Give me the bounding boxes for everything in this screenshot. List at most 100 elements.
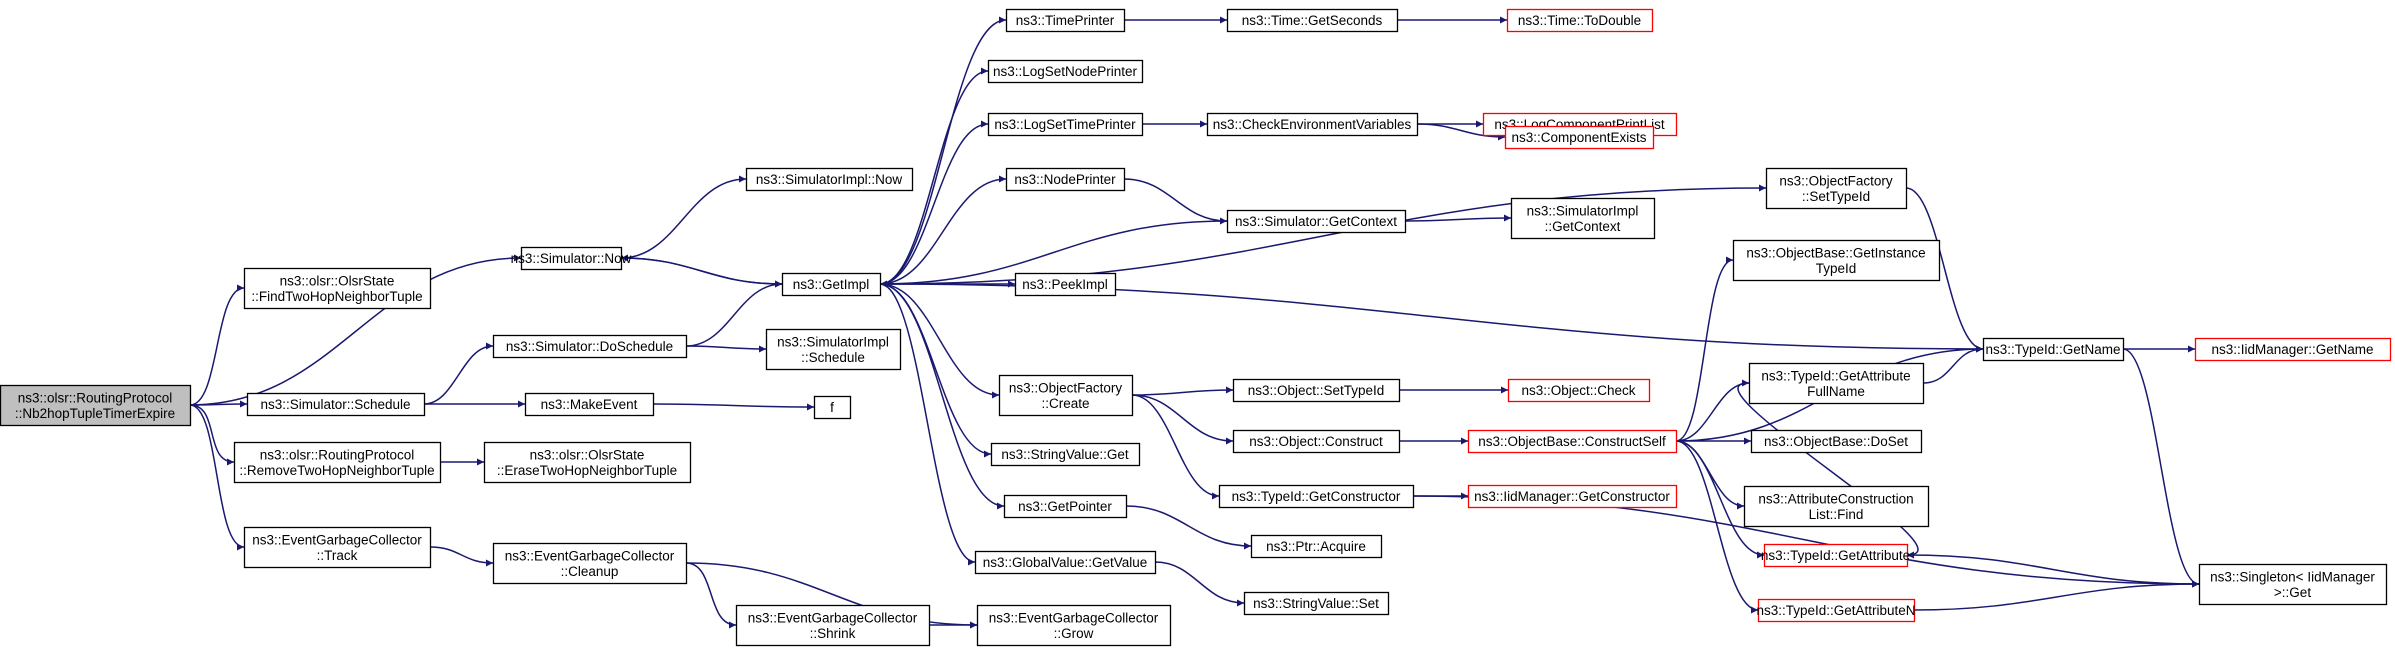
edge-tidGetAttrFull-to-tidGetName	[1922, 345, 1984, 384]
node-label: ::Create	[1041, 396, 1089, 411]
node-objSetTypeId[interactable]: ns3::Object::SetTypeId	[1232, 378, 1401, 403]
node-label: ns3::TypeId::GetName	[1985, 342, 2120, 357]
node-globalValueGet[interactable]: ns3::GlobalValue::GetValue	[974, 550, 1157, 575]
node-label: ns3::EventGarbageCollector	[989, 610, 1159, 625]
node-box	[1467, 429, 1678, 454]
node-timePrinter[interactable]: ns3::TimePrinter	[1005, 8, 1126, 33]
node-obConstructSelf[interactable]: ns3::ObjectBase::ConstructSelf	[1467, 429, 1678, 454]
node-box	[1510, 197, 1656, 240]
node-label: ns3::Object::Construct	[1249, 434, 1383, 449]
node-box	[483, 441, 692, 484]
node-box	[524, 392, 655, 417]
node-label: ns3::olsr::OlsrState	[280, 273, 395, 288]
node-label: ns3::ObjectFactory	[1009, 380, 1123, 395]
node-nodePrinter[interactable]: ns3::NodePrinter	[1005, 167, 1126, 192]
node-getPointer[interactable]: ns3::GetPointer	[1003, 494, 1128, 519]
node-erase2hop[interactable]: ns3::olsr::OlsrState::EraseTwoHopNeighbo…	[483, 441, 692, 484]
node-label: ns3::Object::SetTypeId	[1248, 383, 1385, 398]
node-simGetContext[interactable]: ns3::Simulator::GetContext	[1226, 209, 1407, 234]
node-compExists[interactable]: ns3::ComponentExists	[1504, 125, 1655, 150]
node-label: ::Grow	[1054, 626, 1094, 641]
node-checkEnv[interactable]: ns3::CheckEnvironmentVariables	[1206, 112, 1419, 137]
edge-root-to-simSchedule	[189, 400, 248, 408]
node-timeGetSeconds[interactable]: ns3::Time::GetSeconds	[1226, 8, 1399, 33]
node-f[interactable]: f	[813, 395, 852, 420]
node-label: ns3::Simulator::DoSchedule	[506, 339, 673, 354]
node-timeToDouble[interactable]: ns3::Time::ToDouble	[1506, 8, 1654, 33]
node-label: ns3::IidManager::GetName	[2211, 342, 2373, 357]
node-label: ns3::SimulatorImpl	[777, 334, 889, 349]
node-objCheck[interactable]: ns3::Object::Check	[1507, 378, 1651, 403]
node-box	[1243, 591, 1390, 616]
node-iidGetName[interactable]: ns3::IidManager::GetName	[2194, 337, 2392, 362]
node-box	[243, 267, 432, 310]
node-label: ::FindTwoHopNeighborTuple	[251, 289, 422, 304]
node-box	[1005, 8, 1126, 33]
node-label: ::EraseTwoHopNeighborTuple	[497, 463, 677, 478]
node-stringValueGet[interactable]: ns3::StringValue::Get	[990, 442, 1141, 467]
node-implSchedule[interactable]: ns3::SimulatorImpl::Schedule	[765, 328, 902, 371]
call-edges	[189, 16, 2200, 629]
node-doSchedule[interactable]: ns3::Simulator::DoSchedule	[492, 334, 688, 359]
node-gcShrink[interactable]: ns3::EventGarbageCollector::Shrink	[735, 604, 931, 647]
node-ofSetTypeId[interactable]: ns3::ObjectFactory::SetTypeId	[1765, 167, 1908, 210]
node-box	[1982, 337, 2125, 362]
node-box	[1005, 167, 1126, 192]
node-logSetNodePrinter[interactable]: ns3::LogSetNodePrinter	[987, 59, 1144, 84]
node-label: ns3::GetImpl	[793, 277, 870, 292]
node-label: ns3::TypeId::GetAttribute	[1761, 548, 1910, 563]
edge-getImpl-to-ofCreate	[879, 283, 1000, 399]
node-root: ns3::olsr::RoutingProtocol::Nb2hopTupleT…	[0, 384, 192, 427]
node-label: ns3::olsr::RoutingProtocol	[260, 447, 415, 462]
node-gcCleanup[interactable]: ns3::EventGarbageCollector::Cleanup	[492, 542, 688, 585]
node-box	[1226, 8, 1399, 33]
node-label: ns3::TypeId::GetConstructor	[1232, 489, 1401, 504]
node-label: ::SetTypeId	[1802, 189, 1870, 204]
node-obDoSet[interactable]: ns3::ObjectBase::DoSet	[1750, 429, 1923, 454]
node-ofCreate[interactable]: ns3::ObjectFactory::Create	[998, 374, 1134, 417]
node-simSchedule[interactable]: ns3::Simulator::Schedule	[246, 392, 426, 417]
edge-tidGetAttrFull-to-tidGetAttr	[1737, 382, 1919, 559]
node-gcGrow[interactable]: ns3::EventGarbageCollector::Grow	[976, 604, 1172, 647]
node-iidGetCtor[interactable]: ns3::IidManager::GetConstructor	[1467, 484, 1678, 509]
node-label: ::Schedule	[801, 350, 865, 365]
node-logSetTimePrinter[interactable]: ns3::LogSetTimePrinter	[987, 112, 1144, 137]
node-box	[492, 334, 688, 359]
edge-root-to-find2hop	[189, 284, 245, 406]
node-box	[1757, 598, 1916, 623]
node-label: ::Nb2hopTupleTimerExpire	[15, 406, 175, 421]
node-label: ns3::MakeEvent	[541, 397, 638, 412]
node-implNow[interactable]: ns3::SimulatorImpl::Now	[745, 167, 914, 192]
node-tidGetName[interactable]: ns3::TypeId::GetName	[1982, 337, 2125, 362]
node-label: ns3::ObjectBase::GetInstance	[1746, 245, 1925, 260]
node-remove2hop[interactable]: ns3::olsr::RoutingProtocol::RemoveTwoHop…	[233, 441, 442, 484]
node-box	[1250, 534, 1383, 559]
node-box	[1507, 378, 1651, 403]
node-implGetContext[interactable]: ns3::SimulatorImpl::GetContext	[1510, 197, 1656, 240]
node-label: ns3::Time::ToDouble	[1518, 13, 1641, 28]
node-simNow[interactable]: ns3::Simulator::Now	[511, 246, 632, 271]
node-box	[1218, 484, 1415, 509]
node-box	[1763, 543, 1909, 568]
node-find2hop[interactable]: ns3::olsr::OlsrState::FindTwoHopNeighbor…	[243, 267, 432, 310]
node-typeIdGetCtor[interactable]: ns3::TypeId::GetConstructor	[1218, 484, 1415, 509]
node-tidGetAttr[interactable]: ns3::TypeId::GetAttribute	[1761, 543, 1910, 568]
node-peekImpl[interactable]: ns3::PeekImpl	[1014, 272, 1117, 297]
node-ptrAcquire[interactable]: ns3::Ptr::Acquire	[1250, 534, 1383, 559]
node-gcTrack[interactable]: ns3::EventGarbageCollector::Track	[243, 526, 432, 569]
node-stringValueSet[interactable]: ns3::StringValue::Set	[1243, 591, 1390, 616]
node-singletonGet[interactable]: ns3::Singleton< IidManager >::Get	[2198, 563, 2388, 606]
node-getImpl[interactable]: ns3::GetImpl	[781, 272, 882, 297]
node-objConstruct[interactable]: ns3::Object::Construct	[1232, 429, 1401, 454]
node-label: ns3::StringValue::Set	[1253, 596, 1379, 611]
node-makeEvent[interactable]: ns3::MakeEvent	[524, 392, 655, 417]
node-label: >::Get	[2274, 585, 2311, 600]
node-label: ns3::LogSetNodePrinter	[993, 64, 1138, 79]
edge-tidGetAttr-to-singletonGet	[1906, 554, 2200, 588]
node-label: ns3::LogSetTimePrinter	[994, 117, 1136, 132]
node-box	[492, 542, 688, 585]
node-tidGetAttrN[interactable]: ns3::TypeId::GetAttributeN	[1756, 598, 1916, 623]
